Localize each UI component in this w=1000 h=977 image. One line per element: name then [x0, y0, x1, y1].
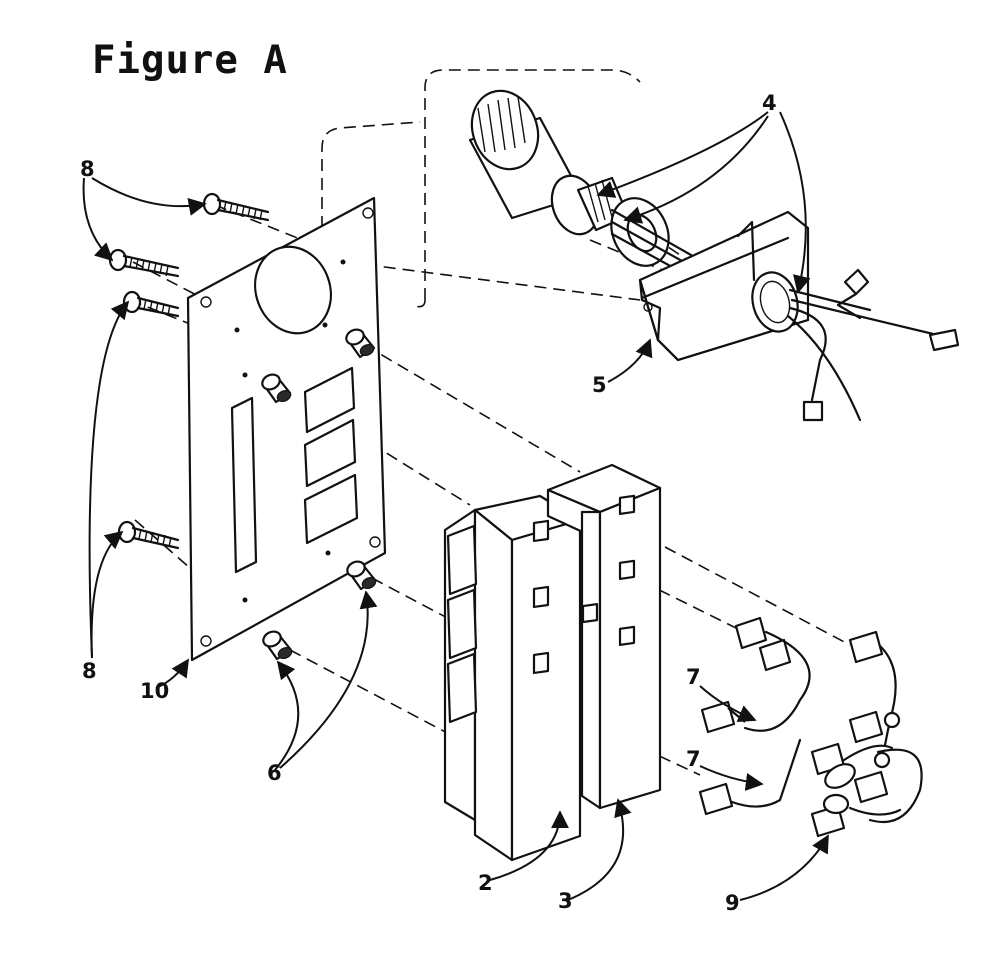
component-harness: [810, 630, 923, 838]
callout-10: 10: [140, 679, 169, 703]
screw-upper: [202, 192, 270, 222]
callout-8-bottom: 8: [82, 659, 97, 683]
callout-6: 6: [267, 761, 282, 785]
slot-cutout: [230, 396, 258, 574]
standoff-top-right: [345, 328, 376, 359]
window-cutout-2: [303, 418, 357, 488]
bracket-nut: [751, 271, 952, 422]
callout-labels: 2 3 4 5 6 7 7 8 8 9 10: [80, 91, 777, 915]
standoff-bottom-left: [262, 630, 293, 661]
callout-7-upper: 7: [686, 665, 701, 689]
switch-block-front: [443, 494, 582, 862]
leader-arrows: [82, 111, 829, 901]
callout-2: 2: [478, 871, 493, 895]
callout-9: 9: [725, 891, 740, 915]
meter-body: [468, 89, 630, 236]
mounting-plate: [186, 196, 387, 662]
callout-3: 3: [558, 889, 573, 913]
figure-title: Figure A: [92, 38, 288, 83]
jumper-wire-upper: [700, 616, 811, 734]
callout-4: 4: [762, 91, 777, 115]
meter-cutout: [254, 245, 332, 335]
jumper-wire-lower: [698, 738, 802, 816]
screw-middle: [108, 248, 180, 278]
callout-8-top: 8: [80, 157, 95, 181]
callout-5: 5: [592, 373, 607, 397]
screw-lower: [122, 290, 180, 318]
lead-terminals: [802, 268, 960, 422]
screw-bottom: [117, 520, 180, 550]
window-cutout-3: [303, 473, 359, 545]
switch-block-rear: [546, 463, 662, 810]
callout-7-lower: 7: [686, 747, 701, 771]
standoff-top-left: [261, 373, 292, 404]
standoff-bottom-right: [346, 560, 377, 591]
window-cutout-1: [303, 366, 356, 434]
